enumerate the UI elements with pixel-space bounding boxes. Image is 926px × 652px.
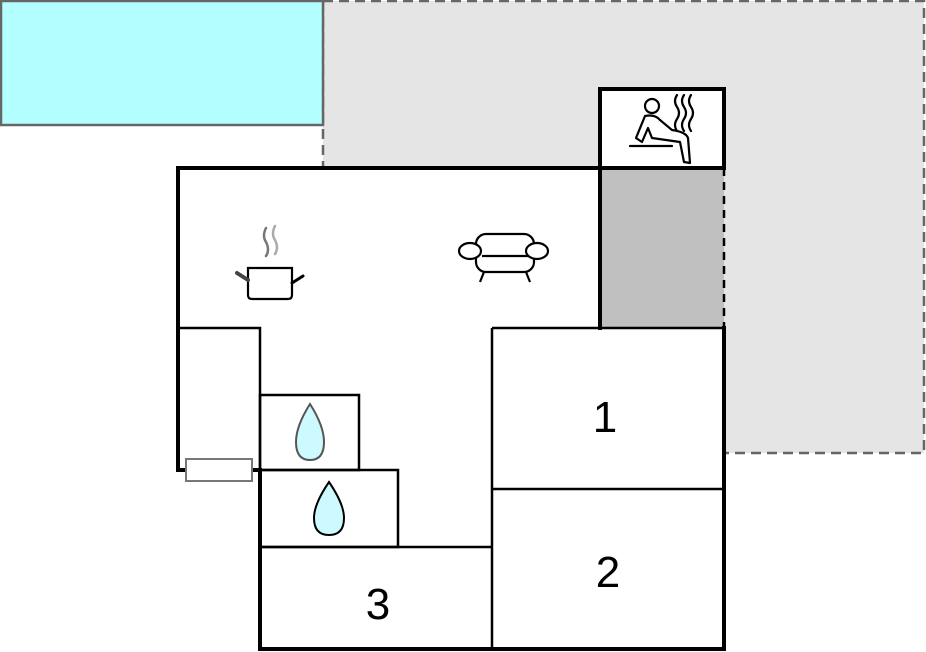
radiator bbox=[185, 458, 253, 482]
bedroom-3-label: 3 bbox=[366, 580, 390, 629]
pool-area bbox=[0, 0, 325, 127]
bedroom-2-label: 2 bbox=[596, 548, 620, 597]
outer-wall-top-left bbox=[176, 166, 600, 472]
house-fill bbox=[178, 168, 724, 649]
bedroom-1-label: 1 bbox=[593, 393, 617, 442]
sofa-icon bbox=[457, 232, 550, 283]
sauna-room bbox=[598, 87, 726, 170]
sauna-anteroom bbox=[600, 168, 724, 328]
cooking-pot-icon bbox=[235, 224, 305, 301]
sauna-icon bbox=[628, 93, 695, 165]
water-drop-icon bbox=[294, 402, 326, 462]
water-drop-icon bbox=[312, 480, 346, 537]
